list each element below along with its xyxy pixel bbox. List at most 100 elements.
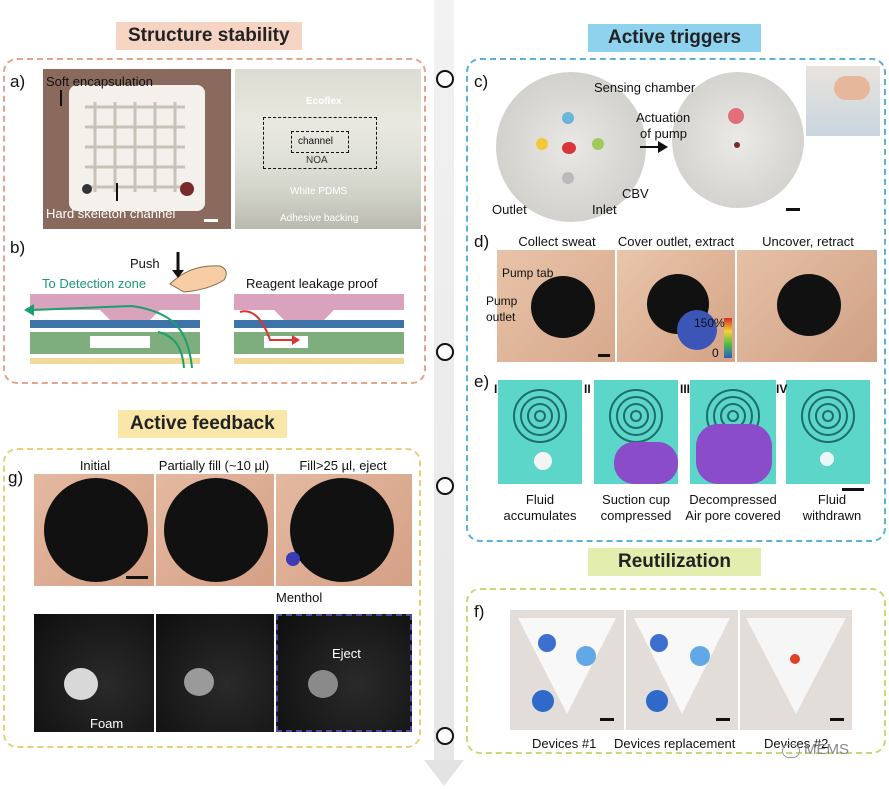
- photo-foam-1: [34, 614, 154, 732]
- label-cover-outlet: Cover outlet, extract: [617, 234, 735, 249]
- photo-device-skeleton: [43, 69, 231, 229]
- step-4-line2: withdrawn: [802, 508, 862, 523]
- title-reutilization: Reutilization: [588, 548, 761, 576]
- title-structure-stability: Structure stability: [116, 22, 302, 50]
- scale-bar-e: [842, 488, 864, 491]
- arrow-hard: [116, 183, 118, 201]
- label-reagent-leakage: Reagent leakage proof: [246, 276, 378, 291]
- photo-device-replacement: [626, 610, 738, 730]
- arrow-actuation: [640, 146, 660, 148]
- photo-disc-before: [496, 72, 646, 222]
- label-devices-replacement: Devices replacement: [614, 736, 736, 751]
- photo-feedback-eject: [276, 474, 412, 586]
- label-hard-skeleton-channel: Hard skeleton channel: [46, 206, 176, 221]
- label-a: a): [10, 72, 26, 91]
- label-noa: NOA: [306, 155, 328, 166]
- step-4-line1: Fluid: [817, 492, 847, 507]
- label-c: c): [474, 72, 489, 91]
- colorbar-min: 0: [712, 346, 719, 360]
- step-1-number: I: [494, 382, 498, 396]
- panel-active-feedback: [3, 448, 421, 748]
- photo-foam-2: [156, 614, 274, 732]
- photo-disc-after: [672, 72, 804, 208]
- label-push: Push: [130, 256, 160, 271]
- label-partially-fill: Partially fill (~10 µl): [158, 458, 270, 473]
- photo-step-4: [786, 380, 870, 484]
- label-inlet: Inlet: [592, 202, 617, 217]
- timeline-node-3: [436, 477, 454, 495]
- arrow-actuation-head: [658, 141, 668, 153]
- timeline-node-1: [436, 70, 454, 88]
- scale-bar-f1: [600, 718, 614, 721]
- label-of-pump: of pump: [640, 126, 687, 141]
- label-d: d): [474, 232, 490, 251]
- step-3-number: III: [680, 382, 691, 396]
- label-f: f): [474, 602, 485, 621]
- title-active-triggers: Active triggers: [588, 24, 762, 52]
- label-ecoflex: Ecoflex: [306, 96, 342, 107]
- label-adhesive-backing: Adhesive backing: [280, 213, 359, 224]
- label-eject: Eject: [332, 646, 361, 661]
- label-foam: Foam: [90, 716, 124, 731]
- label-initial: Initial: [79, 458, 111, 473]
- label-pump-outlet: outlet: [486, 310, 516, 324]
- photo-device-2: [740, 610, 852, 730]
- label-to-detection-zone: To Detection zone: [42, 276, 147, 291]
- step-1-line2: accumulates: [503, 508, 577, 523]
- label-sensing-chamber: Sensing chamber: [594, 80, 696, 95]
- photo-collect-sweat: [497, 250, 615, 362]
- central-arrow-head: [424, 760, 464, 786]
- scale-bar-c: [786, 208, 800, 211]
- photo-cover-outlet: [617, 250, 735, 362]
- step-1-line1: Fluid: [525, 492, 555, 507]
- label-pump-tab: Pump tab: [502, 266, 554, 280]
- label-g: g): [8, 468, 24, 487]
- panel-active-triggers: [466, 58, 886, 542]
- colorbar: [724, 318, 732, 358]
- central-axis: [434, 0, 454, 770]
- label-uncover-retract: Uncover, retract: [762, 234, 854, 249]
- label-collect-sweat: Collect sweat: [518, 234, 596, 249]
- photo-feedback-partial: [156, 474, 274, 586]
- step-4-number: IV: [776, 382, 788, 396]
- step-3-line2: Air pore covered: [685, 508, 781, 523]
- label-white-pdms: White PDMS: [290, 186, 348, 197]
- photo-step-1: [498, 380, 582, 484]
- label-b: b): [10, 238, 26, 257]
- scale-bar-a: [204, 219, 218, 222]
- label-e: e): [474, 372, 490, 391]
- scale-bar-d: [598, 354, 610, 357]
- step-2-number: II: [584, 382, 591, 396]
- label-devices-2: Devices #2: [764, 736, 829, 751]
- step-2-line1: Suction cup: [602, 492, 670, 507]
- watermark-text: MEMS: [804, 741, 849, 758]
- label-menthol: Menthol: [276, 590, 323, 605]
- watermark-logo-icon: [782, 744, 800, 758]
- timeline-node-2: [436, 343, 454, 361]
- title-active-feedback: Active feedback: [118, 410, 287, 438]
- label-fill-eject: Fill>25 µl, eject: [299, 458, 387, 473]
- label-pump: Pump: [486, 294, 518, 308]
- photo-device-1: [510, 610, 624, 730]
- photo-cross-section: [235, 69, 421, 229]
- photo-finger-press: [806, 66, 880, 136]
- label-cbv: CBV: [622, 186, 649, 201]
- photo-feedback-initial: [34, 474, 154, 586]
- photo-step-2: [594, 380, 678, 484]
- label-soft-encapsulation: Soft encapsulation: [46, 74, 153, 89]
- scale-bar-f2: [716, 718, 730, 721]
- timeline-node-4: [436, 727, 454, 745]
- photo-foam-3: [276, 614, 412, 732]
- step-3-line1: Decompressed: [689, 492, 777, 507]
- step-2-line2: compressed: [600, 508, 672, 523]
- arrow-soft: [60, 90, 62, 106]
- photo-uncover-retract: [737, 250, 877, 362]
- scale-bar-f3: [830, 718, 844, 721]
- panel-structure-stability: [3, 58, 426, 384]
- photo-step-3: [690, 380, 776, 484]
- scale-bar-g: [126, 576, 148, 579]
- label-outlet: Outlet: [492, 202, 527, 217]
- colorbar-max: 150%: [694, 316, 725, 330]
- panel-reutilization: [466, 588, 886, 754]
- label-actuation: Actuation: [636, 110, 691, 125]
